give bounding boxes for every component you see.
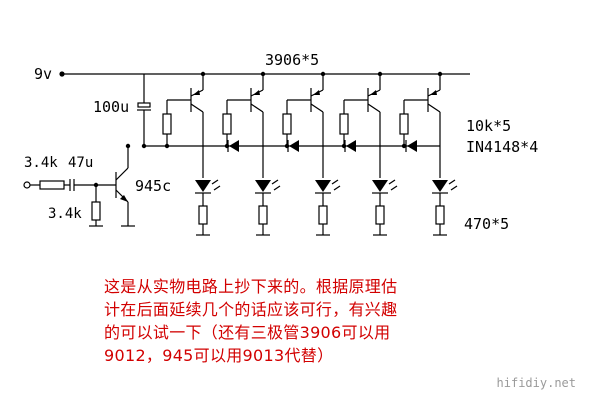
note-line: 的可以试一下（还有三极管3906可以用	[104, 323, 391, 342]
capacitor-100u	[137, 74, 151, 146]
stage-1	[162, 71, 221, 236]
base-resistor-label: 10k*5	[466, 117, 511, 135]
pnp-label: 3906*5	[265, 51, 319, 69]
led-resistor-label: 470*5	[464, 215, 509, 233]
diode-3	[344, 140, 356, 152]
diode-label: IN4148*4	[466, 138, 538, 156]
annotation-note: 这是从实物电路上抄下来的。根据原理估 计在后面延续几个的话应该可行，有兴趣 的可…	[104, 275, 524, 367]
npn-transistor	[115, 143, 135, 227]
note-line: 这是从实物电路上抄下来的。根据原理估	[104, 277, 398, 296]
diode-1	[227, 140, 239, 152]
watermark: hifidiy.net	[496, 376, 576, 390]
supply-node	[59, 71, 65, 77]
input-resistor-label: 3.4k	[24, 155, 58, 171]
diode-2	[287, 140, 299, 152]
input-capacitor-label: 47u	[68, 155, 93, 171]
stage-3	[282, 71, 341, 236]
note-line: 9012，945可以用9013代替）	[104, 346, 334, 365]
capacitor-label: 100u	[93, 98, 129, 116]
diode-4	[405, 140, 417, 152]
stage-5	[399, 71, 458, 236]
stage-4	[339, 71, 398, 236]
npn-label: 945c	[135, 177, 171, 195]
supply-label: 9v	[34, 65, 52, 83]
stage-2	[222, 71, 281, 236]
input-stage	[23, 179, 116, 227]
note-line: 计在后面延续几个的话应该可行，有兴趣	[104, 300, 398, 319]
bias-resistor-label: 3.4k	[48, 206, 82, 222]
